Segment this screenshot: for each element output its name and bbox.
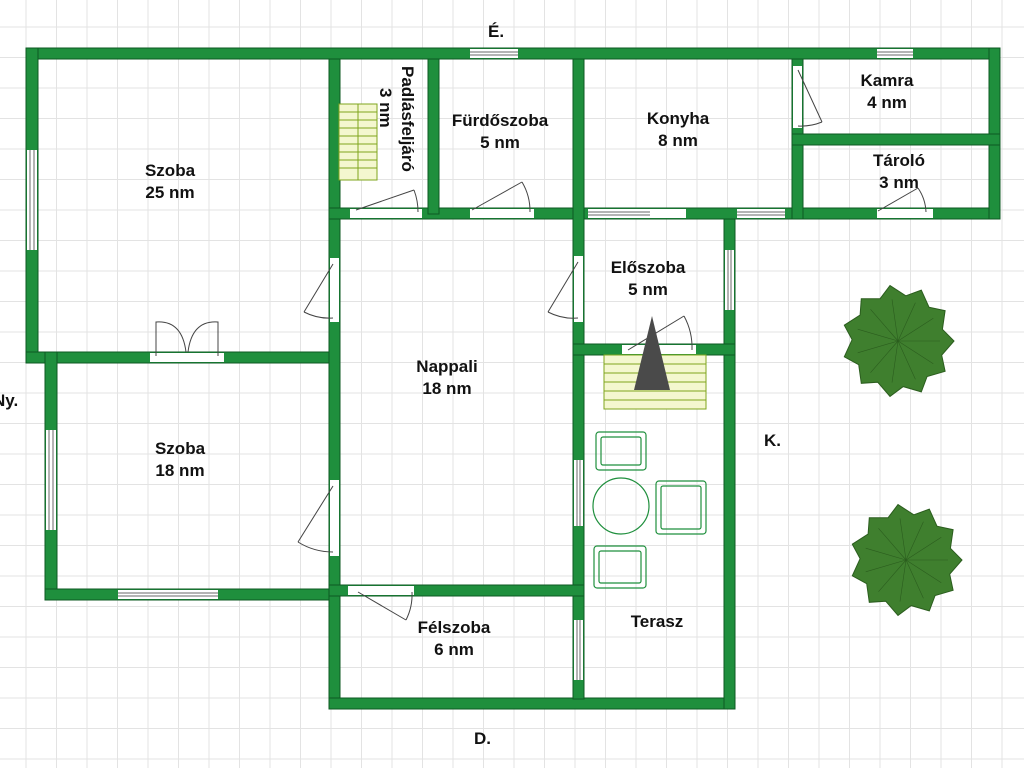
compass-north: É. (488, 22, 505, 41)
table-icon (592, 477, 650, 535)
door-eloszoba (547, 261, 579, 319)
wall-nappali-felszoba (328, 584, 585, 597)
tree-icon (851, 503, 963, 617)
compass-east: K. (764, 431, 781, 450)
attic-stair (338, 103, 378, 181)
compass-south: D. (474, 729, 491, 748)
compass-west: Ny. (0, 391, 19, 410)
wall-padlas-furdo (427, 58, 440, 215)
door-nappali-upper (303, 263, 334, 319)
entry-steps (603, 316, 707, 410)
door-furdo (471, 181, 531, 213)
chair-icon (593, 545, 647, 589)
door-padlas (355, 189, 419, 213)
door-double-szoba (155, 321, 219, 356)
door-nappali-lower (297, 485, 334, 553)
tree-icon (843, 284, 955, 398)
door-felszoba (357, 591, 413, 621)
chair-icon (655, 480, 707, 535)
windows (29, 51, 913, 680)
door-tarolo (877, 187, 927, 213)
wall-kamra-tarolo (791, 133, 1001, 146)
terrace-furniture (592, 431, 707, 589)
openings (27, 49, 933, 680)
room-label-terasz: Terasz (630, 612, 684, 631)
chair-icon (595, 431, 647, 471)
door-kamra (797, 69, 823, 127)
wall-furdo-konyha (572, 58, 585, 700)
entry-arrow-icon (634, 316, 670, 390)
wall-south (328, 697, 736, 710)
wall-center-vertical (328, 58, 341, 710)
